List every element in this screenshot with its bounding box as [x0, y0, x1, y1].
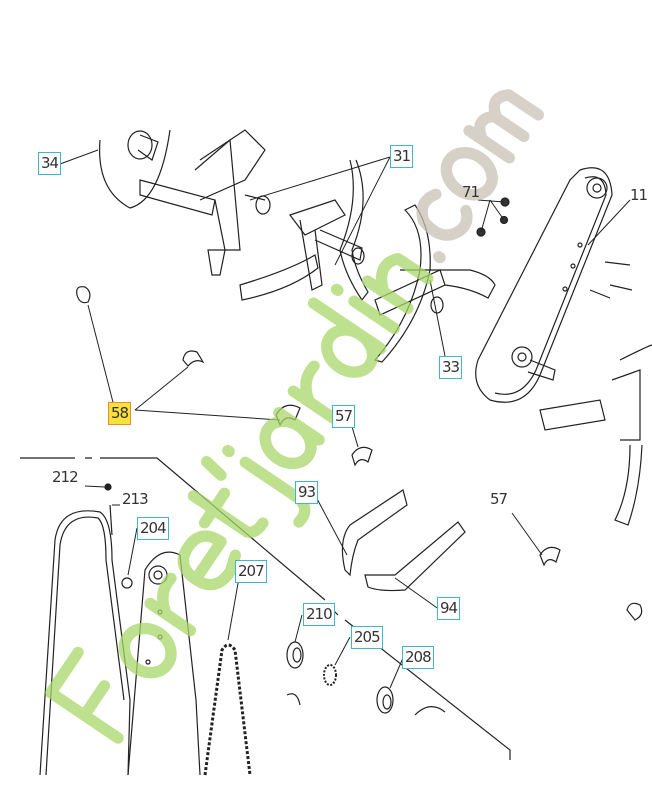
callout-94[interactable]: 94: [437, 597, 461, 620]
callout-205[interactable]: 205: [351, 626, 383, 649]
part-210-bearing: [286, 641, 304, 669]
part-93-blade: [341, 489, 408, 577]
right-bolts: [589, 261, 633, 299]
part-208-seal: [286, 686, 446, 716]
part-207-chain: [203, 643, 252, 776]
part-205-sprocket: [323, 664, 337, 686]
part-204-bushing: [121, 577, 133, 589]
part-212-screw: [104, 483, 112, 491]
callout-213[interactable]: 213: [122, 490, 149, 508]
callout-11[interactable]: 11: [630, 186, 648, 204]
part-inner-case: [127, 551, 201, 776]
callout-210[interactable]: 210: [303, 603, 335, 626]
callout-204[interactable]: 204: [137, 517, 169, 540]
part-57-clips: [351, 446, 643, 621]
callout-57[interactable]: 57: [332, 405, 356, 428]
callout-207[interactable]: 207: [235, 560, 267, 583]
callout-93[interactable]: 93: [295, 481, 319, 504]
callout-58-highlighted[interactable]: 58: [108, 402, 132, 425]
right-tine-assembly: [539, 344, 652, 526]
callout-212[interactable]: 212: [52, 468, 79, 486]
callout-34[interactable]: 34: [38, 152, 62, 175]
callout-33[interactable]: 33: [439, 356, 463, 379]
callout-208[interactable]: 208: [402, 646, 434, 669]
part-94-blade: [364, 521, 466, 592]
part-belt: [39, 510, 131, 776]
part-34-disc: [98, 129, 171, 209]
section-divider: [20, 457, 511, 760]
callout-71[interactable]: 71: [462, 183, 480, 201]
part-213-pin: [109, 504, 113, 536]
callout-57-b[interactable]: 57: [490, 490, 508, 508]
callout-31[interactable]: 31: [390, 145, 414, 168]
part-11-chain-case: [475, 167, 613, 403]
part-31-tine-left: [139, 129, 319, 301]
part-33-tine: [373, 204, 496, 363]
